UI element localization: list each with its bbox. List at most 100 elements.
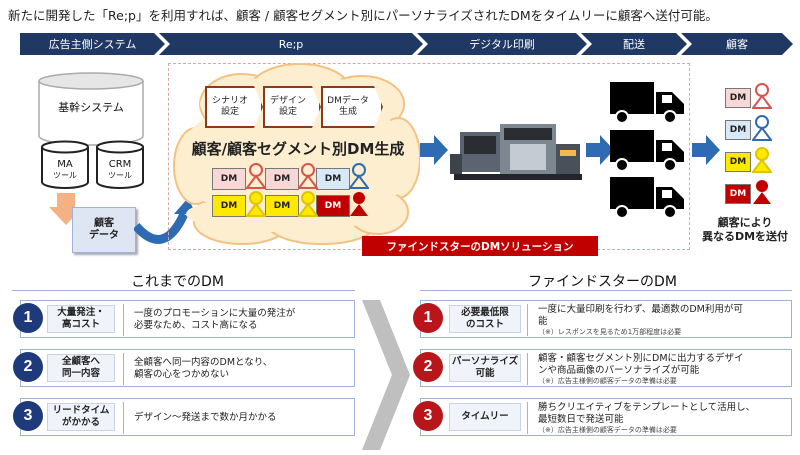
step-scenario-sublabel: 設定 [220,107,239,117]
row-key-line1: リードタイム [52,405,110,416]
step-scenario-setup: シナリオ設定 [205,86,263,128]
dm-card-red: DM [316,195,350,217]
customer-data-label: 顧客 [94,218,114,229]
solution-banner: ファインドスターのDMソリューション [362,236,598,256]
core-system-database: 基幹システム [38,72,144,146]
row-desc-line1: 一度に大量印刷を行わず、最適数のDM利用が可 [538,303,743,315]
stage-customer: 顧客 [681,33,793,55]
person-icon [752,115,772,141]
row-key: リードタイムがかかる [47,403,115,431]
person-icon [350,192,368,216]
step-design-setup: デザイン設定 [263,86,321,128]
row-key: 全顧客へ同一内容 [47,354,115,382]
person-icon [753,180,771,204]
truck-icon [610,177,684,219]
step-dm-data-generation: DMデータ生成 [321,86,383,128]
left-row-1: 1 大量発注・高コスト 一度のプロモーションに大量の発注が必要なため、コスト高に… [13,300,355,338]
dm-card-yellow-2: DM [265,195,299,217]
customer-dm-red: DM [725,184,751,204]
row-note: （※）広告主様側の顧客データの準備は必要 [538,425,677,434]
right-row-1: 1 必要最低限のコスト 一度に大量印刷を行わず、最適数のDM利用が可能（※）レス… [413,300,792,338]
person-icon [298,191,318,217]
row-description: 一度のプロモーションに大量の発注が必要なため、コスト高になる [123,304,348,336]
step-scenario-label: シナリオ [211,96,248,106]
right-arrow-icon [692,135,720,165]
stage-rep: Re;p [159,33,423,55]
truck-icon [610,130,684,172]
row-desc-line1: デザイン～発送まで数か月かかる [134,412,277,423]
dm-card-yellow-1: DM [212,195,246,217]
customer-data-box: 顧客 データ [72,207,136,253]
dm-card-pink-2: DM [265,168,299,190]
row-note: （※）広告主様側の顧客データの準備は必要 [538,376,677,385]
person-icon [298,163,318,189]
row-number: 3 [413,401,443,431]
row-desc-line1: 顧客・顧客セグメント別にDMに出力するデザイ [538,352,744,364]
left-row-2: 2 全顧客へ同一内容 全顧客へ同一内容のDMとなり、顧客の心をつかめない [13,349,355,387]
dm-generation-label: 顧客/顧客セグメント別DM生成 [191,140,405,158]
row-desc-line2: 必要なため、コスト高になる [134,320,258,331]
person-icon [349,163,369,189]
delivery-caption-line1: 顧客により [717,216,773,229]
right-section-title: ファインドスターのDM [528,274,677,290]
row-desc-line2: 顧客の心をつかめない [134,369,230,380]
left-section-title: これまでのDM [131,274,224,290]
ma-tool-label: MA [57,159,73,170]
row-number: 1 [413,303,443,333]
row-desc-line2: ンや商品画像のパーソナライズが可能 [538,364,700,376]
step-design-sublabel: 設定 [278,107,297,117]
row-key-line1: 必要最低限 [461,307,509,318]
row-description: 勝ちクリエイティブをテンプレートとして活用し、最短数日で発送可能（※）広告主様側… [527,402,789,434]
crm-tool-label: CRM [108,159,132,170]
step-dm-data-sublabel: 生成 [338,107,357,117]
person-icon [246,163,266,189]
stage-advertiser-system: 広告主側システム [20,33,165,55]
truck-icon [610,82,684,124]
row-desc-line1: 一度のプロモーションに大量の発注が [134,308,296,319]
row-number: 2 [413,352,443,382]
delivery-caption: 顧客により 異なるDMを送付 [690,216,800,244]
left-row-3: 3 リードタイムがかかる デザイン～発送まで数か月かかる [13,398,355,436]
row-description: デザイン～発送まで数か月かかる [123,402,348,434]
step-design-label: デザイン [269,96,306,106]
person-icon [752,147,772,173]
dm-card-blue: DM [316,168,350,190]
customer-data-sublabel: データ [89,230,119,241]
right-row-3: 3 タイムリー 勝ちクリエイティブをテンプレートとして活用し、最短数日で発送可能… [413,398,792,436]
stage-delivery: 配送 [581,33,687,55]
row-desc-line2: 能 [538,315,548,327]
core-system-label: 基幹システム [58,101,124,114]
down-arrow-icon [49,193,83,225]
row-key-line1: 大量発注・ [57,307,105,318]
step-dm-data-label: DMデータ [327,96,369,106]
row-number: 2 [13,352,43,382]
row-key: パーソナライズ可能 [449,354,521,382]
left-section-divider [12,290,355,291]
digital-printer-icon [450,124,582,180]
dm-card-pink-1: DM [212,168,246,190]
person-icon [752,83,772,109]
row-key-line2: 同一内容 [61,368,100,379]
row-note: （※）レスポンスを見るため1万部程度は必要 [538,327,682,336]
right-arrow-icon [420,135,448,165]
crm-tool-database: CRM ツール [95,140,145,190]
row-key: 必要最低限のコスト [449,305,521,333]
customer-dm-blue: DM [725,120,751,140]
ma-tool-sublabel: ツール [53,171,77,180]
customer-dm-yellow: DM [725,152,751,172]
row-key-line1: タイムリー [461,411,509,422]
person-icon [246,191,266,217]
row-description: 一度に大量印刷を行わず、最適数のDM利用が可能（※）レスポンスを見るため1万部程… [527,304,789,336]
row-number: 1 [13,303,43,333]
row-key-line2: 可能 [475,368,495,379]
row-description: 顧客・顧客セグメント別にDMに出力するデザインや商品画像のパーソナライズが可能（… [527,353,789,385]
row-key-line2: のコスト [465,319,504,330]
delivery-caption-line2: 異なるDMを送付 [701,230,789,243]
chevron-right-icon [362,300,410,450]
row-number: 3 [13,401,43,431]
row-desc-line1: 全顧客へ同一内容のDMとなり、 [134,357,273,368]
row-key-line2: がかかる [61,417,100,428]
customer-dm-pink: DM [725,88,751,108]
headline: 新たに開発した「Re;p」を利用すれば、顧客 / 顧客セグメント別にパーソナライ… [8,8,718,23]
stage-digital-print: デジタル印刷 [417,33,587,55]
